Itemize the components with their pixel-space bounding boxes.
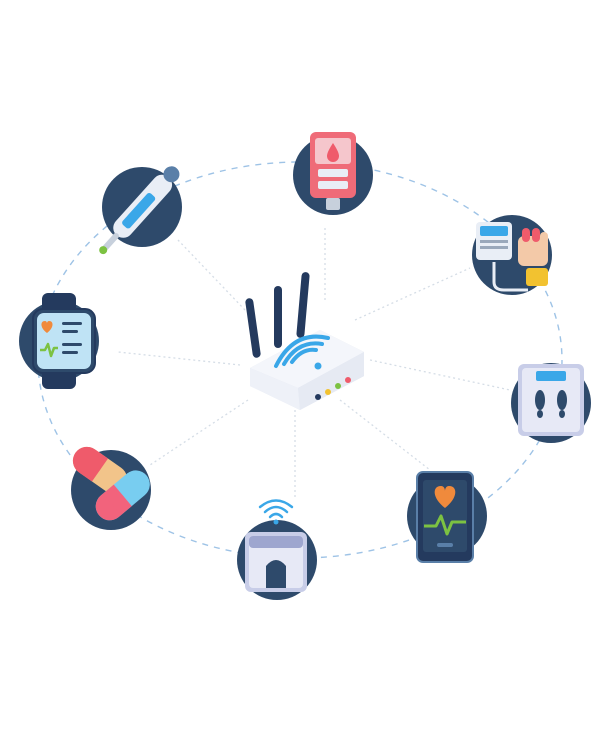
digital-thermometer-icon [99, 166, 182, 255]
capsules-icon [71, 446, 151, 530]
connected-scale-icon [237, 499, 317, 600]
wifi-router-icon [245, 272, 364, 410]
blood-glucose-meter-icon [293, 132, 373, 215]
spoke-lines [117, 228, 511, 500]
smart-scale-icon [511, 363, 591, 443]
smartwatch-icon [19, 293, 99, 389]
smartphone-heart-rate-icon [407, 471, 487, 563]
blood-pressure-monitor-icon [472, 215, 552, 295]
